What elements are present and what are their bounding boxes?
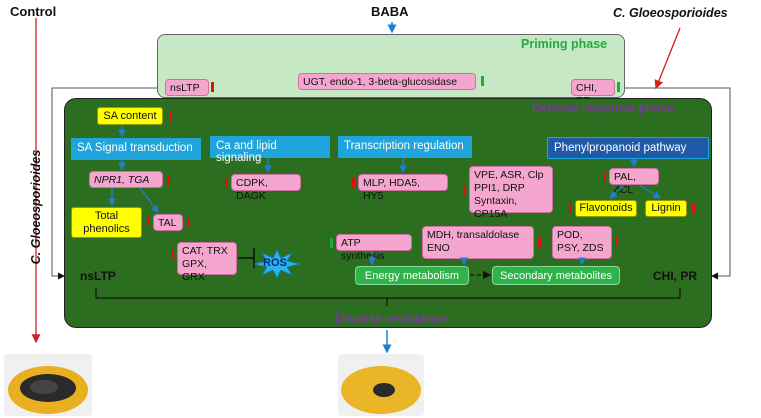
ca-lipid-signaling-box: Ca and lipid signaling	[210, 136, 330, 164]
fruit-image-control	[4, 354, 92, 416]
up-arrow-icon	[169, 111, 172, 121]
cdpk-dagk-box: CDPK, DAGK	[231, 174, 301, 202]
up-arrow-icon	[352, 178, 355, 188]
up-arrow-icon	[225, 178, 228, 188]
up-arrow-icon	[463, 186, 466, 196]
baba-label: BABA	[371, 4, 409, 19]
disease-resistance-label: Disease resistance	[335, 312, 448, 326]
inhibition-connector	[238, 248, 255, 268]
sa-signal-transduction-box: SA Signal transduction	[71, 138, 201, 160]
control-label: Control	[10, 4, 57, 19]
up-arrow-icon	[147, 216, 150, 226]
sa-content-box: SA content	[97, 107, 163, 125]
total-phenolics-box: Total phenolics	[71, 207, 142, 238]
priming-ugt-box: UGT, endo-1, 3-beta-glucosidase	[298, 73, 476, 90]
priming-phase-title: Priming phase	[521, 37, 608, 51]
antioxidant-enzymes-box: CAT, TRX GPX, GRX	[177, 242, 237, 283]
phenylpropanoid-pathway-box: Phenylpropanoid pathway	[547, 137, 709, 159]
up-arrow-icon	[538, 238, 541, 248]
up-arrow-icon	[692, 204, 695, 214]
flavonoids-box: Flavonoids	[575, 200, 637, 217]
ros-star-icon	[254, 250, 300, 278]
down-arrow-icon	[481, 76, 484, 86]
pal-4cl-box: PAL, 4CL	[609, 168, 659, 196]
priming-nsltp-box: nsLTP	[165, 79, 209, 96]
vpe-asr-clp-box: VPE, ASR, Clp PPI1, DRP Syntaxin, CP15A	[469, 166, 553, 220]
up-arrow-icon	[187, 218, 190, 228]
secondary-metabolites-box: Secondary metabolites	[492, 266, 620, 285]
transcription-regulation-box: Transcription regulation	[338, 136, 472, 158]
mdh-transaldolase-box: MDH, transaldolase ENO	[422, 226, 534, 259]
up-arrow-icon	[615, 236, 618, 246]
up-arrow-icon	[171, 250, 174, 260]
c-gloeosporioides-right-label: C. Gloeosporioides	[613, 6, 728, 20]
down-arrow-icon	[617, 82, 620, 92]
down-arrow-icon	[330, 238, 333, 248]
tal-box: TAL	[153, 214, 183, 231]
chi-pr-bottom-label: CHI, PR	[653, 269, 698, 283]
fruit-image-baba	[338, 354, 424, 416]
mlp-hda5-hy5-box: MLP, HDA5, HY5	[358, 174, 448, 202]
pod-psy-zds-box: POD, PSY, ZDS	[552, 226, 612, 259]
up-arrow-icon	[603, 172, 606, 182]
npr1-tga-box: NPR1, TGA	[89, 171, 163, 188]
up-arrow-icon	[167, 175, 170, 185]
energy-metabolism-box: Energy metabolism	[355, 266, 469, 285]
up-arrow-icon	[569, 204, 572, 214]
mango-baba-icon	[341, 366, 421, 414]
mango-control-icon	[8, 366, 88, 414]
ros-label: ROS	[263, 257, 287, 269]
defense-response-title: Defense response phase	[532, 101, 674, 115]
nsltp-bottom-label: nsLTP	[80, 269, 116, 283]
lignin-box: Lignin	[645, 200, 687, 217]
up-arrow-icon	[211, 82, 214, 92]
